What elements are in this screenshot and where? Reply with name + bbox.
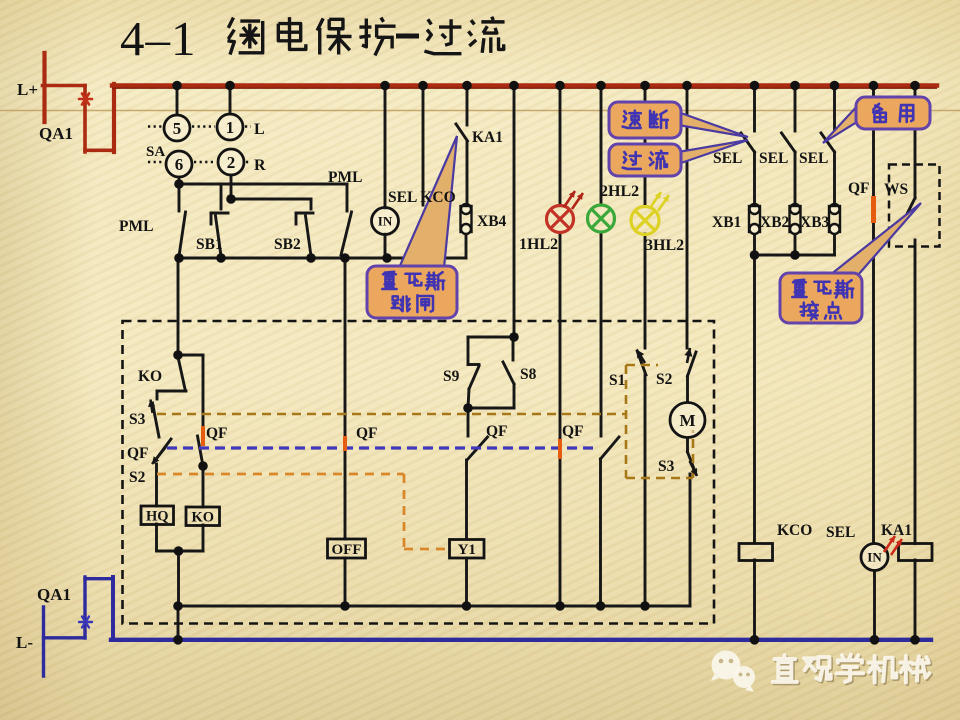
- svg-text:S9: S9: [443, 368, 460, 385]
- svg-text:SEL KCO: SEL KCO: [388, 189, 456, 206]
- svg-text:QF: QF: [206, 425, 228, 442]
- svg-text:IN: IN: [378, 214, 393, 229]
- svg-text:QA1: QA1: [39, 124, 73, 143]
- svg-text:HQ: HQ: [146, 508, 169, 524]
- svg-text:M: M: [679, 411, 695, 430]
- svg-text:S3: S3: [658, 458, 675, 475]
- svg-text:5: 5: [173, 119, 182, 138]
- svg-text:L+: L+: [17, 80, 38, 99]
- svg-text:2: 2: [227, 153, 236, 172]
- svg-text:QF: QF: [848, 180, 870, 197]
- svg-text:PML: PML: [119, 218, 153, 235]
- svg-text:SEL: SEL: [759, 150, 788, 167]
- svg-text:2HL2: 2HL2: [600, 183, 639, 200]
- svg-text:PML: PML: [328, 169, 362, 186]
- svg-text:XB3: XB3: [800, 214, 830, 231]
- svg-text:L-: L-: [16, 633, 33, 652]
- svg-text:S2: S2: [129, 469, 146, 486]
- svg-text:QF: QF: [562, 423, 584, 440]
- svg-text:KO: KO: [138, 368, 162, 385]
- svg-text:SB2: SB2: [274, 236, 301, 253]
- svg-text:WS: WS: [884, 181, 908, 198]
- svg-text:IN: IN: [867, 550, 882, 565]
- svg-text:XB4: XB4: [477, 213, 507, 230]
- svg-text:KA1: KA1: [472, 129, 503, 146]
- svg-text:KA1: KA1: [881, 522, 912, 539]
- svg-text:Y1: Y1: [458, 542, 476, 558]
- svg-text:R: R: [254, 157, 266, 174]
- svg-text:6: 6: [175, 155, 184, 174]
- svg-text:QA1: QA1: [37, 585, 71, 604]
- svg-text:1: 1: [226, 118, 235, 137]
- svg-text:QF: QF: [127, 445, 149, 462]
- svg-text:S8: S8: [520, 366, 537, 383]
- svg-text:4–1: 4–1: [120, 11, 197, 66]
- svg-text:OFF: OFF: [332, 542, 362, 558]
- svg-text:SA: SA: [146, 144, 165, 160]
- svg-text:1HL2: 1HL2: [519, 236, 558, 253]
- svg-text:KCO: KCO: [777, 522, 812, 539]
- svg-text:S2: S2: [656, 371, 673, 388]
- svg-text:QF: QF: [356, 425, 378, 442]
- svg-text:SEL: SEL: [713, 150, 742, 167]
- svg-text:3HL2: 3HL2: [645, 237, 684, 254]
- svg-text:L: L: [254, 121, 265, 138]
- svg-text:QF: QF: [486, 423, 508, 440]
- svg-text:SB1: SB1: [196, 236, 223, 253]
- svg-text:KO: KO: [191, 509, 214, 525]
- svg-text:XB2: XB2: [760, 214, 790, 231]
- svg-text:XB1: XB1: [712, 214, 741, 231]
- svg-text:SEL: SEL: [826, 524, 855, 541]
- svg-text:S1: S1: [609, 372, 625, 389]
- svg-text:S3: S3: [129, 411, 146, 428]
- svg-text:SEL: SEL: [799, 150, 828, 167]
